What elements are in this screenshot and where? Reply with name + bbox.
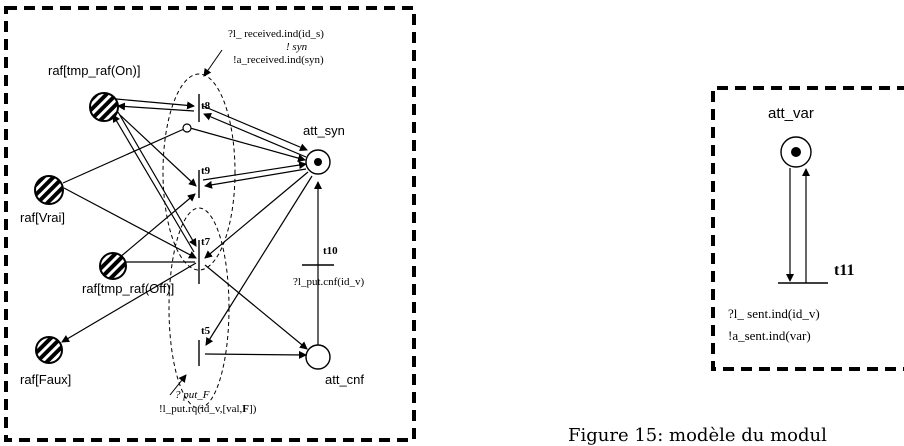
transitions	[198, 94, 334, 366]
label-t10-action: ?l_put.cnf(id_v)	[293, 276, 365, 288]
label-raf-vrai: raf[Vrai]	[20, 210, 65, 225]
label-att-syn: att_syn	[303, 123, 345, 138]
place-att-cnf	[305, 344, 331, 370]
top-label-pointer	[203, 49, 223, 77]
place-raf-faux	[35, 336, 63, 364]
test-arc-circle	[182, 123, 192, 133]
bottom-label-line2: !l_put.rq(id_v,[val,F])	[159, 403, 257, 415]
left-model-frame	[4, 6, 416, 442]
top-label-line1: ?l_ received.ind(id_s)	[228, 28, 324, 40]
label-t9: t9	[201, 165, 211, 177]
place-raf-off	[99, 252, 127, 280]
put-ellipse	[168, 207, 230, 409]
label-t8: t8	[201, 100, 211, 112]
figure-caption: Figure 15: modèle du modul	[568, 425, 827, 446]
label-raf-on: raf[tmp_raf(On)]	[48, 63, 140, 78]
label-t11: t11	[834, 262, 854, 279]
label-raf-faux: raf[Faux]	[20, 372, 71, 387]
place-raf-on	[89, 92, 119, 122]
arcs	[61, 98, 322, 359]
right-label-line2: !a_sent.ind(var)	[728, 328, 811, 343]
label-raf-off: raf[tmp_raf(Off)]	[82, 281, 174, 296]
token-att-syn	[314, 158, 322, 166]
top-label-line3: !a_received.ind(syn)	[233, 54, 324, 66]
label-att-var: att_var	[768, 105, 814, 122]
label-t5: t5	[201, 325, 211, 337]
label-att-cnf: att_cnf	[325, 372, 364, 387]
label-t10: t10	[323, 245, 338, 257]
label-t7: t7	[201, 236, 211, 248]
bottom-label-line1: ? put_F	[175, 389, 210, 401]
bottom-label-pointer	[169, 374, 187, 396]
synchronization-ellipse	[162, 73, 236, 271]
place-raf-vrai	[34, 175, 64, 205]
token-att-var	[791, 147, 801, 157]
right-label-line1: ?l_ sent.ind(id_v)	[728, 306, 820, 321]
top-label-line2: ! syn	[286, 41, 308, 53]
right-model-frame	[711, 86, 904, 371]
